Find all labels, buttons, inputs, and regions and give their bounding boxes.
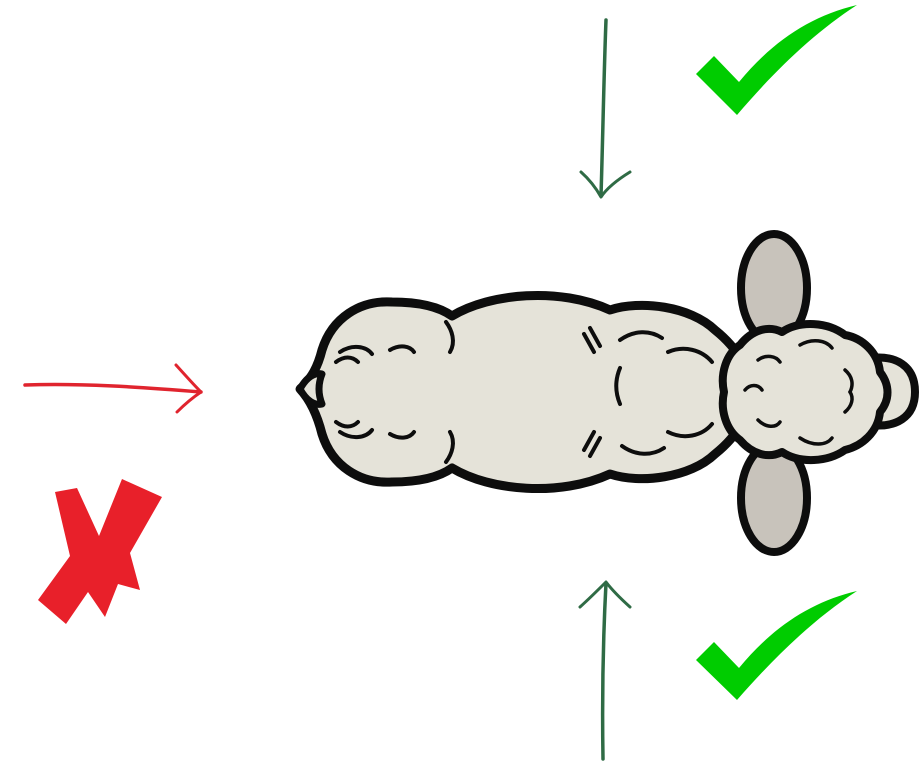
arrow-from-bottom [578, 580, 632, 761]
sheep-tail [296, 370, 326, 408]
sheep-body-wool-details [334, 320, 714, 464]
sheep-head-wool-details [743, 339, 854, 446]
check-mark-icon [696, 5, 857, 115]
check-mark-icon [696, 591, 857, 700]
arrow-from-rear [23, 363, 203, 414]
cross-mark-icon [38, 479, 162, 624]
arrow-from-top [579, 18, 632, 199]
sheep-top-view [295, 230, 919, 556]
sheep-body [295, 290, 755, 494]
